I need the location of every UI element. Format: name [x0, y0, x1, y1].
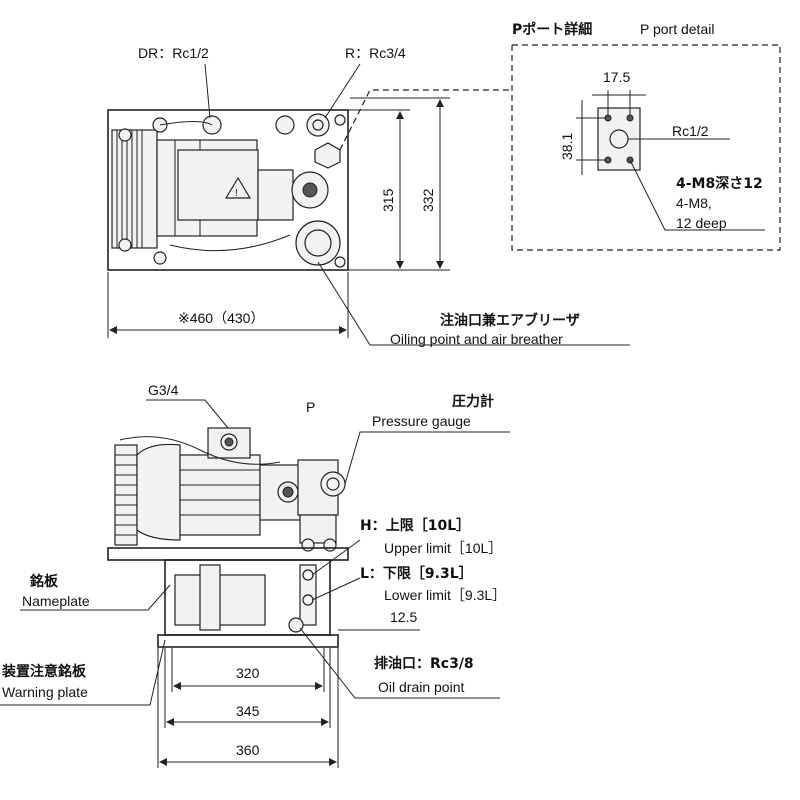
dim-width: ※460（430）	[178, 310, 264, 326]
gauge-label-jp: 圧力計	[452, 393, 494, 410]
front-tank	[157, 559, 339, 648]
lower-limit-jp: L：下限［9.3L］	[360, 565, 473, 582]
dr-port-label: DR：Rc1/2	[138, 45, 209, 61]
lower-limit-en: Lower limit［9.3L］	[384, 587, 506, 603]
dim-345: 345	[236, 703, 260, 719]
bolt-spec-en-2: 12 deep	[676, 215, 727, 231]
svg-text:!: !	[235, 188, 238, 199]
front-view: G3/4 P 圧力計 Pressure gauge H：上限［10L］ Uppe…	[0, 382, 510, 768]
oiling-label-jp: 注油口兼エアブリーザ	[440, 312, 580, 329]
gauge-label-en: Pressure gauge	[372, 413, 471, 429]
front-radiator	[114, 444, 138, 546]
dim-38-1: 38.1	[559, 133, 575, 160]
nameplate-label-jp: 銘板	[30, 573, 59, 590]
front-motor	[119, 427, 301, 541]
top-pump	[118, 113, 346, 268]
bolt-spec-jp: 4-M8深さ12	[676, 175, 763, 192]
p-port-title-en: P port detail	[640, 21, 714, 37]
dim-360: 360	[236, 742, 260, 758]
p-label: P	[306, 399, 315, 415]
p-port-size: Rc1/2	[672, 123, 709, 139]
top-view: ! DR：Rc1/2 R：Rc3/4	[107, 45, 630, 347]
drain-label-en: Oil drain point	[378, 679, 464, 695]
dim-17-5: 17.5	[603, 69, 630, 85]
nameplate-label-en: Nameplate	[22, 593, 90, 609]
oiling-label-en: Oiling point and air breather	[390, 331, 563, 347]
warning-label-en: Warning plate	[2, 684, 88, 700]
dim-12-5: 12.5	[390, 609, 417, 625]
drain-label-jp: 排油口：Rc3/8	[374, 655, 474, 672]
top-motor: !	[111, 129, 259, 249]
p-port-title-jp: Pポート詳細	[512, 21, 592, 38]
dim-320: 320	[236, 665, 260, 681]
dim-332: 332	[420, 188, 436, 212]
p-port-detail: Pポート詳細 P port detail 17.5 38.1 Rc1/2 4-M…	[511, 21, 781, 251]
front-pump	[277, 459, 346, 552]
dim-315: 315	[380, 188, 396, 212]
upper-limit-jp: H：上限［10L］	[360, 517, 470, 534]
r-port-label: R：Rc3/4	[345, 45, 406, 61]
g34-label: G3/4	[148, 382, 179, 398]
upper-limit-en: Upper limit［10L］	[384, 540, 502, 556]
warning-label-jp: 装置注意銘板	[1, 663, 87, 680]
top-base-plate	[107, 109, 349, 271]
bolt-spec-en-1: 4-M8,	[676, 195, 712, 211]
